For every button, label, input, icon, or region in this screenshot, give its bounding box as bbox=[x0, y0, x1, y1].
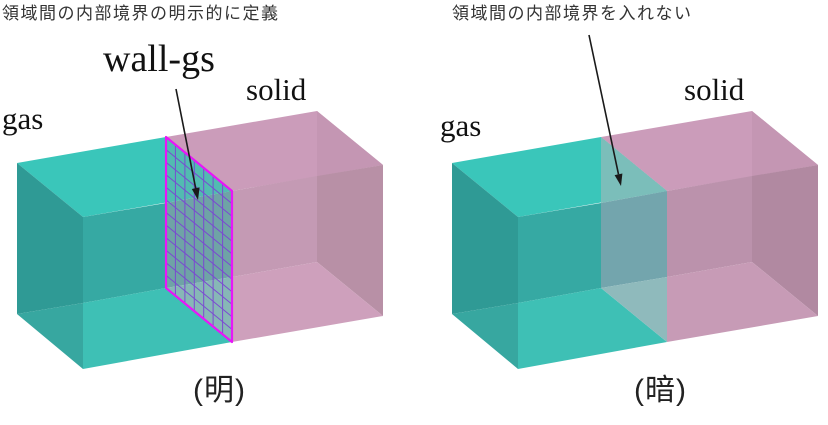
interface-region-lower bbox=[601, 277, 667, 342]
wall-gs-label: wall-gs bbox=[103, 38, 215, 80]
solid-label-left: solid bbox=[246, 72, 307, 107]
mesh-grid bbox=[165, 144, 233, 335]
solid-front-face-main bbox=[232, 176, 317, 277]
gas-end-face-upper bbox=[452, 163, 518, 314]
gas-front-face-lower bbox=[518, 288, 667, 369]
right-box bbox=[452, 34, 818, 369]
gas-front-face-upper bbox=[518, 203, 601, 303]
boundary-wall-upper bbox=[166, 137, 232, 203]
gas-front-face-lower bbox=[83, 288, 232, 369]
gas-end-face-lower bbox=[452, 303, 518, 369]
interface-region-mid bbox=[601, 191, 667, 288]
solid-label-right: solid bbox=[684, 72, 745, 107]
solid-front-through-end bbox=[317, 165, 383, 316]
solid-front-through-end bbox=[752, 165, 818, 316]
gas-label-right: gas bbox=[440, 108, 482, 143]
right-annotation-text: 領域間の内部境界を入れない bbox=[452, 4, 693, 23]
solid-front-through-bottom bbox=[232, 262, 383, 342]
boundary-wall-lower bbox=[166, 277, 232, 342]
interface-annotation-arrow bbox=[588, 34, 623, 186]
gas-front-face-upper bbox=[83, 203, 166, 303]
left-annotation-text: 領域間の内部境界の明示的に定義 bbox=[2, 4, 280, 23]
caption-left: (明) bbox=[193, 374, 246, 407]
caption-right: (暗) bbox=[634, 374, 687, 407]
solid-top-through-end bbox=[752, 111, 818, 176]
interface-region-upper bbox=[601, 137, 667, 203]
gas-label-left: gas bbox=[2, 101, 44, 136]
mesh-border bbox=[164, 135, 234, 344]
wall-annotation-arrow bbox=[175, 88, 200, 200]
solid-front-face-main bbox=[667, 176, 752, 277]
gas-end-face-upper bbox=[17, 163, 83, 314]
gas-end-face-lower bbox=[17, 303, 83, 369]
solid-top-through-end bbox=[317, 111, 383, 176]
solid-front-through-bottom bbox=[667, 262, 818, 342]
left-box bbox=[17, 88, 383, 369]
